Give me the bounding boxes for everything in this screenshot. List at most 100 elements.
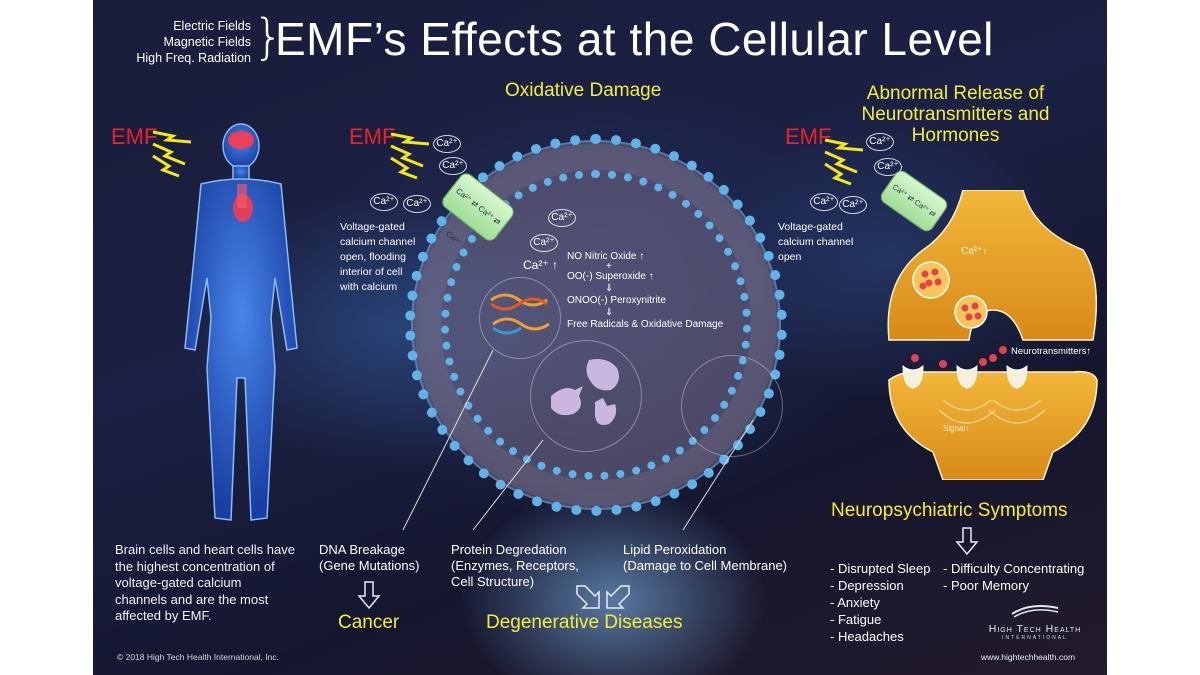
damage-line: (Damage to Cell Membrane) bbox=[623, 558, 788, 573]
field-type-magnetic: Magnetic Fields bbox=[163, 35, 251, 49]
caption-line: channels and are the most bbox=[115, 591, 269, 607]
symptom-item: - Headaches bbox=[830, 629, 904, 644]
caption-line: with calcium bbox=[340, 281, 398, 293]
symptom-list-col2: - Difficulty Concentrating - Poor Memory bbox=[943, 560, 1084, 594]
calcium-ion: Ca²⁺ bbox=[439, 157, 467, 175]
page-title: EMF’s Effects at the Cellular Level bbox=[275, 13, 994, 65]
symptom-item: - Depression bbox=[830, 578, 904, 593]
damage-line: Cell Structure) bbox=[451, 574, 535, 589]
caption-line: calcium channel bbox=[778, 236, 854, 248]
damage-line: (Gene Mutations) bbox=[319, 558, 420, 573]
outcome-neuropsychiatric: Neuropsychiatric Symptoms bbox=[831, 500, 1068, 521]
neuron-channel-caption: Voltage-gated calcium channel open bbox=[778, 220, 853, 265]
signal-label: Signal↑ bbox=[943, 424, 970, 433]
symptom-item: - Disrupted Sleep bbox=[830, 561, 931, 576]
synapse-diagram bbox=[887, 190, 1098, 480]
brain-highlight bbox=[228, 131, 254, 149]
protein-zoom-circle bbox=[530, 340, 642, 452]
symptom-item: - Anxiety bbox=[830, 595, 880, 610]
company-logo: High Tech Health INTERNATIONAL bbox=[965, 602, 1105, 641]
free-radicals: Free Radicals & Oxidative Damage bbox=[567, 319, 724, 330]
caption-line: Brain cells and heart cells have bbox=[115, 542, 295, 557]
heading-line: Neurotransmitters and bbox=[861, 104, 1050, 125]
field-type-electric: Electric Fields bbox=[173, 19, 251, 33]
calcium-ion: Ca²⁺ bbox=[433, 135, 461, 153]
oxidative-damage-heading: Oxidative Damage bbox=[505, 80, 662, 101]
down-arrow: ⇓ bbox=[605, 307, 614, 318]
website-url: www.hightechhealth.com bbox=[981, 652, 1076, 662]
caption-line: calcium channel bbox=[340, 236, 416, 248]
calcium-ion: Ca²⁺ bbox=[874, 158, 902, 176]
calcium-ion: Ca²⁺ bbox=[839, 196, 867, 214]
calcium-ion: Ca²⁺ bbox=[530, 234, 558, 252]
heading-line: Hormones bbox=[911, 125, 1000, 146]
logo-name: High Tech Health bbox=[988, 623, 1082, 635]
human-body-figure bbox=[184, 123, 298, 521]
caption-line: Voltage-gated bbox=[778, 221, 843, 233]
logo-subtitle: INTERNATIONAL bbox=[1002, 635, 1068, 641]
outcome-degenerative: Degenerative Diseases bbox=[486, 612, 683, 633]
broken-protein-icon bbox=[551, 359, 619, 425]
symptom-item: - Difficulty Concentrating bbox=[943, 561, 1085, 576]
body-caption: Brain cells and heart cells have the hig… bbox=[115, 542, 295, 625]
infographic-poster: Electric Fields Magnetic Fields High Fre… bbox=[93, 0, 1107, 675]
membrane-outer-heads bbox=[405, 134, 787, 516]
caption-line: affected by EMF. bbox=[115, 608, 212, 623]
plus-sign: + bbox=[606, 261, 612, 272]
pointer-lines bbox=[402, 349, 754, 531]
damage-line: Protein Degredation bbox=[451, 542, 567, 557]
field-type-high-freq: High Freq. Radiation bbox=[136, 51, 251, 65]
down-arrow: ⇓ bbox=[605, 283, 614, 294]
damage-line: DNA Breakage bbox=[319, 542, 405, 557]
caption-line: open bbox=[778, 251, 802, 263]
emf-label-cell: EMF bbox=[349, 124, 396, 149]
outcome-cancer: Cancer bbox=[338, 612, 400, 633]
dna-strand-icon bbox=[490, 293, 550, 335]
lightning-bolt-icon bbox=[390, 132, 430, 180]
emf-field-types: Electric Fields Magnetic Fields High Fre… bbox=[123, 18, 251, 66]
calcium-ion: Ca²⁺ bbox=[810, 193, 838, 211]
logo-wave-icon bbox=[1011, 605, 1059, 618]
cell-channel-caption: Voltage-gated calcium channel open, floo… bbox=[340, 220, 415, 295]
lightning-bolt-icon bbox=[152, 130, 192, 178]
presynaptic-terminal bbox=[887, 190, 1098, 341]
damage-dna: DNA Breakage (Gene Mutations) bbox=[319, 542, 419, 574]
copyright-notice: © 2018 High Tech Health International, I… bbox=[116, 652, 280, 662]
symptom-item: - Poor Memory bbox=[943, 578, 1029, 593]
diagonal-arrow-icon bbox=[576, 585, 600, 609]
lightning-bolt-icon bbox=[824, 138, 864, 186]
emf-label-neuron: EMF bbox=[785, 124, 832, 149]
abnormal-release-heading: Abnormal Release of Neurotransmitters an… bbox=[833, 83, 1078, 146]
calcium-ion: Ca²⁺ bbox=[548, 209, 576, 227]
caption-line: Voltage-gated bbox=[340, 221, 405, 233]
heading-line: Abnormal Release of bbox=[866, 83, 1045, 104]
caption-line: open, flooding bbox=[340, 251, 406, 263]
calcium-ion: Ca²⁺ bbox=[866, 133, 894, 151]
damage-line: Lipid Peroxidation bbox=[623, 542, 727, 557]
diagonal-arrow-icon bbox=[606, 585, 630, 609]
superoxide: OO(-) Superoxide ↑ bbox=[567, 271, 654, 282]
damage-line: (Enzymes, Receptors, bbox=[451, 558, 579, 573]
peroxynitrite: ONOO(-) Peroxynitrite bbox=[567, 295, 666, 306]
symptom-list-col1: - Disrupted Sleep - Depression - Anxiety… bbox=[830, 560, 930, 645]
brace-symbol: } bbox=[253, 9, 284, 65]
dna-zoom-circle bbox=[479, 277, 561, 359]
down-arrow-icon bbox=[955, 527, 979, 556]
calcium-ion: Ca²⁺ bbox=[370, 193, 398, 211]
emf-label-body: EMF bbox=[111, 124, 158, 149]
neuron-calcium-increase: Ca²⁺↑ bbox=[961, 246, 988, 257]
nitric-oxide: NO Nitric Oxide ↑ bbox=[567, 251, 645, 262]
membrane-inner-heads bbox=[441, 170, 751, 480]
caption-line: voltage-gated calcium bbox=[115, 575, 242, 590]
symptom-item: - Fatigue bbox=[830, 612, 882, 627]
down-arrow-icon bbox=[357, 581, 381, 610]
caption-line: interior of cell bbox=[340, 266, 403, 278]
calcium-ion: Ca²⁺ bbox=[403, 195, 431, 213]
caption-line: the highest concentration of bbox=[115, 558, 275, 574]
calcium-increase: Ca²⁺ ↑ bbox=[523, 258, 559, 272]
lipid-zoom-circle bbox=[681, 355, 783, 457]
damage-protein: Protein Degredation (Enzymes, Receptors,… bbox=[451, 542, 579, 590]
neurotransmitters-label: Neurotransmitters↑ bbox=[1011, 346, 1092, 357]
postsynaptic-terminal bbox=[888, 370, 1098, 480]
damage-lipid: Lipid Peroxidation (Damage to Cell Membr… bbox=[623, 542, 787, 574]
